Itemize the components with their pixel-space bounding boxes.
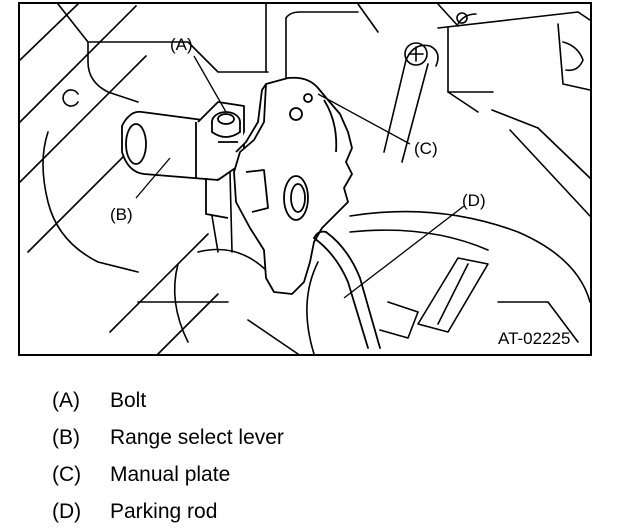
leader-line-b: [135, 157, 171, 199]
leader-line-d: [343, 205, 465, 299]
legend-label: Parking rod: [110, 500, 218, 523]
legend-list: (A) Bolt (B) Range select lever (C) Manual …: [52, 382, 284, 530]
parking-rod: [313, 230, 381, 349]
legend-label: Bolt: [110, 389, 147, 412]
leader-line-c: [317, 93, 411, 145]
bolt: [211, 111, 241, 138]
legend-key: (C): [52, 463, 82, 486]
leader-lines: [135, 55, 465, 299]
callout-a: (A): [170, 35, 193, 54]
legend-key: (D): [52, 500, 82, 523]
figure-code: AT-02225: [498, 329, 570, 348]
legend-item: (B) Range select lever: [52, 419, 284, 456]
callout-d: (D): [462, 191, 486, 210]
callout-c: (C): [414, 139, 438, 158]
manual-plate: [233, 76, 353, 295]
legend-key: (B): [52, 426, 80, 449]
legend-item: (A) Bolt: [52, 382, 284, 419]
diagram-figure: (A) (B) (C) (D) AT-02225: [18, 2, 592, 356]
callout-b: (B): [110, 205, 133, 224]
legend-key: (A): [52, 389, 80, 412]
leader-line-a: [193, 55, 227, 113]
legend-item: (C) Manual plate: [52, 456, 284, 493]
legend-item: (D) Parking rod: [52, 493, 284, 530]
legend-label: Manual plate: [110, 463, 231, 486]
background-housing: [19, 3, 591, 355]
transmission-illustration: (A) (B) (C) (D) AT-02225: [18, 2, 592, 356]
legend-label: Range select lever: [110, 426, 284, 449]
